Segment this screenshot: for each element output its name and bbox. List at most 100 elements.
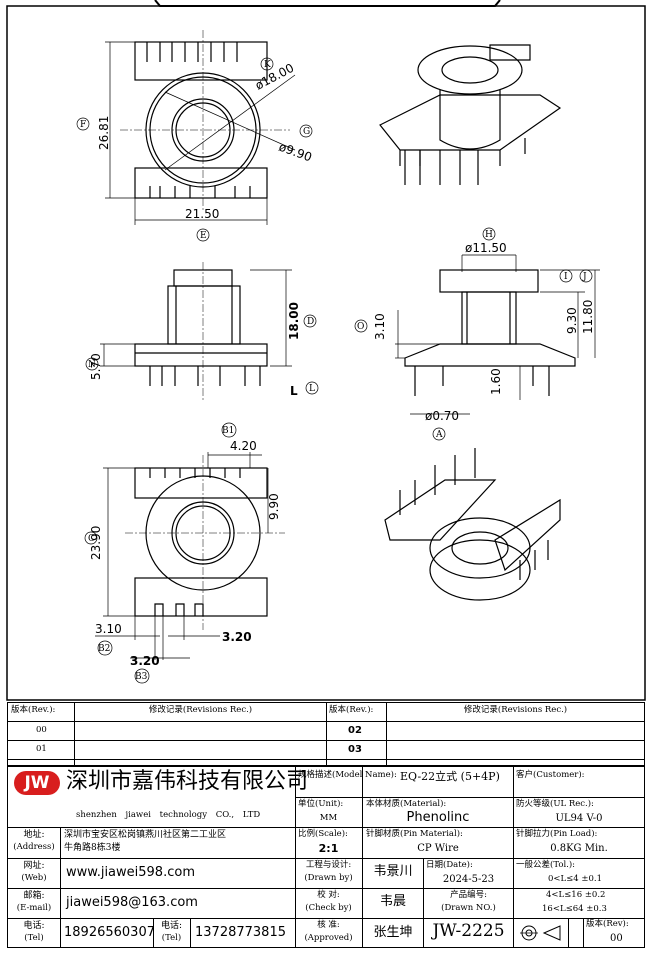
tel-label-en: (Tel): [24, 933, 44, 943]
dim-9-90: 9.90: [267, 493, 281, 520]
tol-2: 4<L≤16 ±0.2: [546, 890, 606, 900]
date-label: 日期(Date):: [426, 860, 473, 870]
dim-c: 23.90: [89, 526, 103, 560]
dim-e: 21.50: [185, 207, 219, 221]
drawing-no-label: 产品编号:: [450, 890, 487, 900]
web-label: 网址:: [23, 861, 45, 871]
dimension-labels: ø18.00 ø9.90 26.81 21.50 ø11.50 18.00 5.…: [89, 61, 595, 668]
marker-l: L: [309, 384, 315, 394]
marker-i: I: [564, 272, 568, 282]
customer-label: 客户(Customer):: [516, 770, 585, 780]
check-label-en: (Check by): [305, 903, 352, 913]
drawn-label: 工程与设计:: [305, 860, 352, 870]
dim-l: L: [290, 384, 298, 398]
address-line2: 牛角路8栋3楼: [64, 843, 121, 853]
marker-b2: B2: [98, 644, 110, 654]
scale-label: 比例(Scale):: [298, 829, 348, 839]
balloon-markers: K G F E H I J D O N L A B1 C B2 B3: [76, 57, 593, 684]
rev-row-01: 01: [36, 744, 47, 754]
pin-load-value: 0.8KG Min.: [550, 843, 608, 854]
bottom-view: [95, 452, 285, 660]
pin-load-label: 针脚拉力(Pin Load):: [516, 829, 598, 839]
marker-d: D: [307, 317, 314, 327]
marker-e: E: [200, 231, 207, 241]
rev-label: 版本(Rev):: [586, 919, 629, 929]
material-value: Phenolinc: [406, 810, 470, 825]
side-view: [395, 254, 600, 415]
drawn-label-en: (Drawn by): [304, 873, 353, 883]
marker-b1: B1: [222, 426, 234, 436]
drawing-no-label-en: (Drawn NO.): [441, 903, 496, 913]
dim-pin: 1.60: [489, 368, 503, 395]
marker-c: C: [88, 534, 95, 544]
address-label: 地址:: [23, 830, 45, 840]
tol-1: 0<L≤4 ±0.1: [548, 874, 603, 884]
model-value: EQ-22立式 (5+4P): [400, 770, 500, 783]
rec-label: 防火等级(UL Rec.):: [516, 799, 594, 809]
dim-j: 11.80: [581, 300, 595, 334]
dim-i: 9.30: [565, 307, 579, 334]
rev-header-left: 版本(Rev.):: [11, 705, 56, 715]
marker-a: A: [435, 430, 443, 440]
title-block: 版本(Rev.): 修改记录(Revisions Rec.) 版本(Rev.):…: [7, 702, 645, 948]
approved-label: 核 准:: [317, 920, 340, 930]
dim-k: ø18.00: [253, 61, 296, 93]
tel-1: 18926560307: [64, 925, 155, 940]
dim-h: ø11.50: [465, 241, 507, 255]
material-label: 本体材质(Material):: [366, 799, 447, 809]
web-link[interactable]: www.jiawei598.com: [66, 865, 195, 880]
rec-value: UL94 V-0: [555, 813, 603, 824]
marker-o: O: [357, 322, 364, 332]
approved-by: 张生坤: [373, 925, 413, 940]
rec-header-right: 修改记录(Revisions Rec.): [463, 705, 568, 715]
dim-b3: 3.20: [130, 654, 160, 668]
rev-header-right: 版本(Rev.):: [329, 705, 374, 715]
dim-3-20: 3.20: [222, 630, 252, 644]
company-logo: JW: [14, 771, 60, 795]
tol-label: 一般公差(Tol.):: [516, 860, 576, 870]
marker-n: N: [88, 360, 96, 370]
projection-symbol-icon: [520, 923, 564, 947]
unit-label: 单位(Unit):: [298, 799, 344, 809]
tel-label-2-en: (Tel): [161, 933, 182, 943]
top-view: [105, 30, 296, 225]
marker-f: F: [80, 120, 86, 130]
isometric-view-bottom: [384, 448, 561, 601]
dim-g: ø9.90: [277, 140, 314, 165]
mail-label-en: (E-mail): [16, 903, 52, 913]
dim-b1: 4.20: [230, 439, 257, 453]
mail-label: 邮箱:: [23, 891, 45, 901]
date-value: 2024-5-23: [442, 874, 495, 885]
tel-label: 电话:: [23, 921, 45, 931]
marker-j: J: [582, 272, 587, 282]
rev-value: 00: [610, 933, 623, 944]
marker-g: G: [303, 127, 310, 137]
rev-row-00: 00: [36, 725, 47, 735]
front-view: [100, 262, 292, 400]
model-label: 规格描述(Model Name):: [298, 770, 397, 780]
dim-a: ø0.70: [425, 409, 459, 423]
mail-link[interactable]: jiawei598@163.com: [66, 895, 198, 910]
address: 深圳市宝安区松岗镇燕川社区第二工业区: [64, 830, 227, 840]
check-label: 校 对:: [317, 890, 340, 900]
marker-h: H: [485, 230, 493, 240]
rev-row-02: 02: [348, 725, 362, 736]
approved-label-en: (Approved): [304, 933, 353, 943]
unit-value: MM: [319, 813, 338, 823]
check-by: 韦晨: [379, 894, 406, 909]
marker-k: K: [264, 60, 271, 70]
dim-b2: 3.10: [95, 622, 122, 636]
tel-label-2: 电话:: [160, 921, 183, 931]
dim-f: 26.81: [97, 116, 111, 150]
scale-value: 2:1: [318, 842, 339, 855]
dim-d: 18.00: [287, 302, 301, 340]
dim-n: 5.70: [89, 353, 103, 380]
rev-row-03: 03: [348, 744, 362, 755]
pin-material-value: CP Wire: [417, 843, 459, 854]
company-name-en: shenzhen jiawei technology CO., LTD: [76, 810, 261, 820]
tol-3: 16<L≤64 ±0.3: [542, 904, 607, 914]
drawing-number: JW-2225: [432, 921, 505, 941]
address-label-en: (Address): [13, 842, 55, 852]
web-label-en: (Web): [21, 873, 47, 883]
